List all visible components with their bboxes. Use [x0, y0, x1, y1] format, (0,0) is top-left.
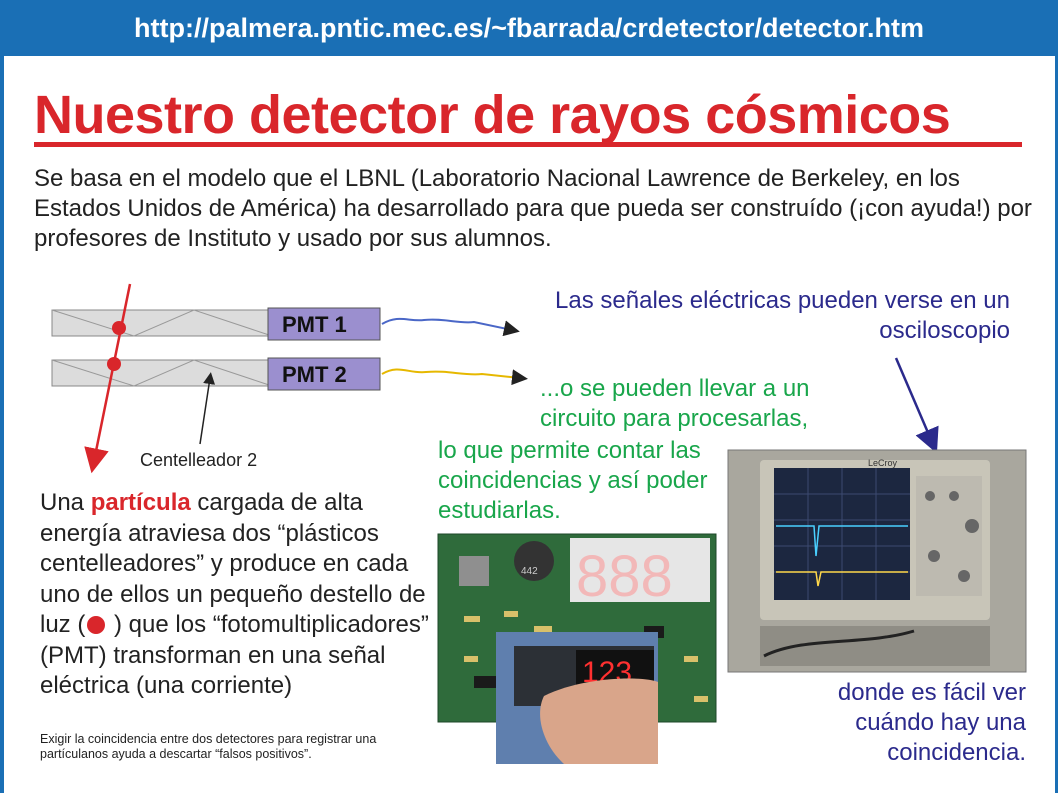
- particle-explanation: Una partícula cargada de alta energía at…: [40, 488, 440, 702]
- pmt-2-label: PMT 2: [282, 362, 347, 387]
- scope-brand: LeCroy: [868, 458, 898, 468]
- buzzer: [514, 541, 554, 581]
- footnote: Exigir la coincidencia entre dos detecto…: [40, 732, 377, 761]
- oscilloscope-photo: LeCroy: [727, 449, 1027, 673]
- signal-line-1: [381, 317, 520, 337]
- slide: Nuestro detector de rayos cósmicos Se ba…: [4, 56, 1055, 793]
- seven-seg-off: 888: [576, 544, 673, 609]
- buzzer-label: 442: [521, 566, 538, 577]
- scintillator-1: [51, 309, 273, 337]
- signal-line-2: [381, 368, 528, 386]
- trace-1: [776, 525, 908, 557]
- coincidence-caption: donde es fácil ver cuándo hay una coinci…: [837, 679, 1026, 766]
- trace-2: [776, 571, 908, 587]
- flash-dot-2: [107, 357, 121, 371]
- scope-arrow: [894, 357, 939, 454]
- probe-cable: [763, 629, 915, 658]
- flash-dot-icon: [87, 616, 106, 634]
- pmt-1-label: PMT 1: [282, 312, 347, 337]
- pmt-2-box: [267, 357, 381, 391]
- detector-diagram: 888 442 123: [51, 283, 1027, 764]
- slide-title: Nuestro detector de rayos cósmicos: [34, 85, 951, 145]
- scintillator-label: Centelleador 2: [140, 450, 258, 470]
- flash-dot-1: [112, 321, 126, 335]
- count-caption: lo que permite contar las coincidencias …: [438, 437, 708, 524]
- url-banner: http://palmera.pntic.mec.es/~fbarrada/cr…: [0, 0, 1058, 56]
- hand: [540, 678, 658, 764]
- particle-text-before: Una: [40, 489, 91, 516]
- scintillator-2: [51, 359, 273, 387]
- particle-track: [84, 283, 132, 474]
- particle-text-middle: cargada de alta energía atraviesa dos “p…: [40, 489, 426, 638]
- oscilloscope-caption: Las señales eléctricas pueden verse en u…: [555, 287, 1010, 344]
- pmt-1-box: [267, 307, 381, 341]
- circuit-caption: ...o se pueden llevar a un circuito para…: [540, 375, 810, 432]
- hand-photo: 123: [496, 632, 658, 764]
- scintillator-pointer: [199, 372, 216, 445]
- title-underline: [34, 142, 1022, 147]
- particle-text-after: ) que los “fotomultiplicadores” (PMT) tr…: [40, 611, 429, 699]
- intro-text: Se basa en el modelo que el LBNL (Labora…: [34, 165, 1032, 252]
- particle-highlight: partícula: [90, 489, 191, 516]
